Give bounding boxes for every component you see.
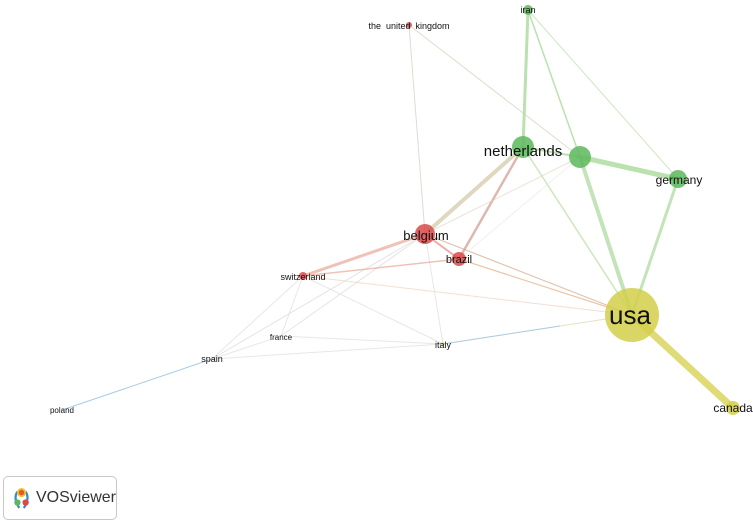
- label-switzerland: switzerland: [280, 272, 325, 282]
- label-brazil: brazil: [446, 254, 472, 266]
- label-france: france: [270, 333, 293, 342]
- label-canada: canada: [713, 401, 753, 415]
- link-usa-belgium: [424, 233, 633, 316]
- node-usa[interactable]: [605, 288, 659, 342]
- node-netherlands[interactable]: [512, 136, 534, 158]
- link-usa-brazil: [458, 258, 633, 316]
- node-iran[interactable]: [523, 5, 533, 15]
- label-layer: usa canada italy netherlands germany ira…: [50, 5, 753, 415]
- label-iran: iran: [520, 5, 535, 15]
- link-netherlands-brazil: [457, 146, 525, 260]
- link-netherlands-iran: [521, 9, 530, 148]
- label-poland: poland: [50, 406, 74, 415]
- link-usa-switzerland: [302, 275, 633, 316]
- link-uk-belgium: [408, 24, 426, 235]
- node-germany[interactable]: [669, 170, 687, 188]
- link-belgium-switzerland: [302, 232, 426, 278]
- vosviewer-logo-text: VOSviewer: [35, 489, 116, 506]
- link-layer: [61, 9, 736, 411]
- node-brazil[interactable]: [452, 252, 466, 266]
- node-layer: [299, 5, 740, 415]
- link-spain-poland: [61, 358, 213, 411]
- link-switzerland-italy: [302, 275, 444, 345]
- link-netherlands-belgium: [423, 145, 525, 236]
- link-italy-usa-blue: [442, 325, 561, 345]
- label-netherlands: netherlands: [484, 143, 562, 160]
- node-unlabeled[interactable]: [569, 146, 591, 168]
- network-map: usa canada italy netherlands germany ira…: [50, 5, 753, 415]
- label-usa: usa: [609, 300, 651, 330]
- node-belgium[interactable]: [415, 224, 435, 244]
- label-belgium: belgium: [403, 228, 449, 243]
- vosviewer-logo: VOSviewer: [3, 476, 117, 520]
- link-iran-germany: [527, 9, 679, 180]
- link-usa-unlabeled: [578, 156, 634, 316]
- label-germany: germany: [656, 173, 703, 187]
- node-italy[interactable]: [441, 342, 445, 346]
- link-belgium-unlabeled: [424, 156, 581, 235]
- link-switzerland-france: [280, 275, 304, 337]
- node-canada[interactable]: [726, 401, 740, 415]
- link-belgium-italy: [424, 233, 444, 345]
- link-usa-netherlands: [522, 146, 633, 316]
- link-belgium-france: [280, 233, 426, 337]
- label-italy: italy: [435, 340, 452, 350]
- node-switzerland[interactable]: [299, 272, 307, 280]
- link-unlabeled-iran: [527, 9, 581, 158]
- link-spain-italy: [211, 343, 444, 360]
- link-switzerland-spain: [211, 275, 304, 360]
- link-unlabeled-germany: [579, 154, 679, 182]
- link-uk-unlabeled: [408, 24, 581, 158]
- link-unlabeled-belgium-thin: [458, 156, 581, 260]
- link-france-italy: [280, 335, 444, 345]
- node-uk[interactable]: [406, 22, 412, 28]
- label-uk: the united kingdom: [368, 21, 449, 31]
- link-brazil-switzerland: [302, 258, 460, 277]
- label-spain: spain: [201, 354, 223, 364]
- vosviewer-logo-icon: [14, 488, 29, 509]
- link-belgium-spain: [211, 233, 426, 360]
- link-france-spain: [211, 335, 282, 360]
